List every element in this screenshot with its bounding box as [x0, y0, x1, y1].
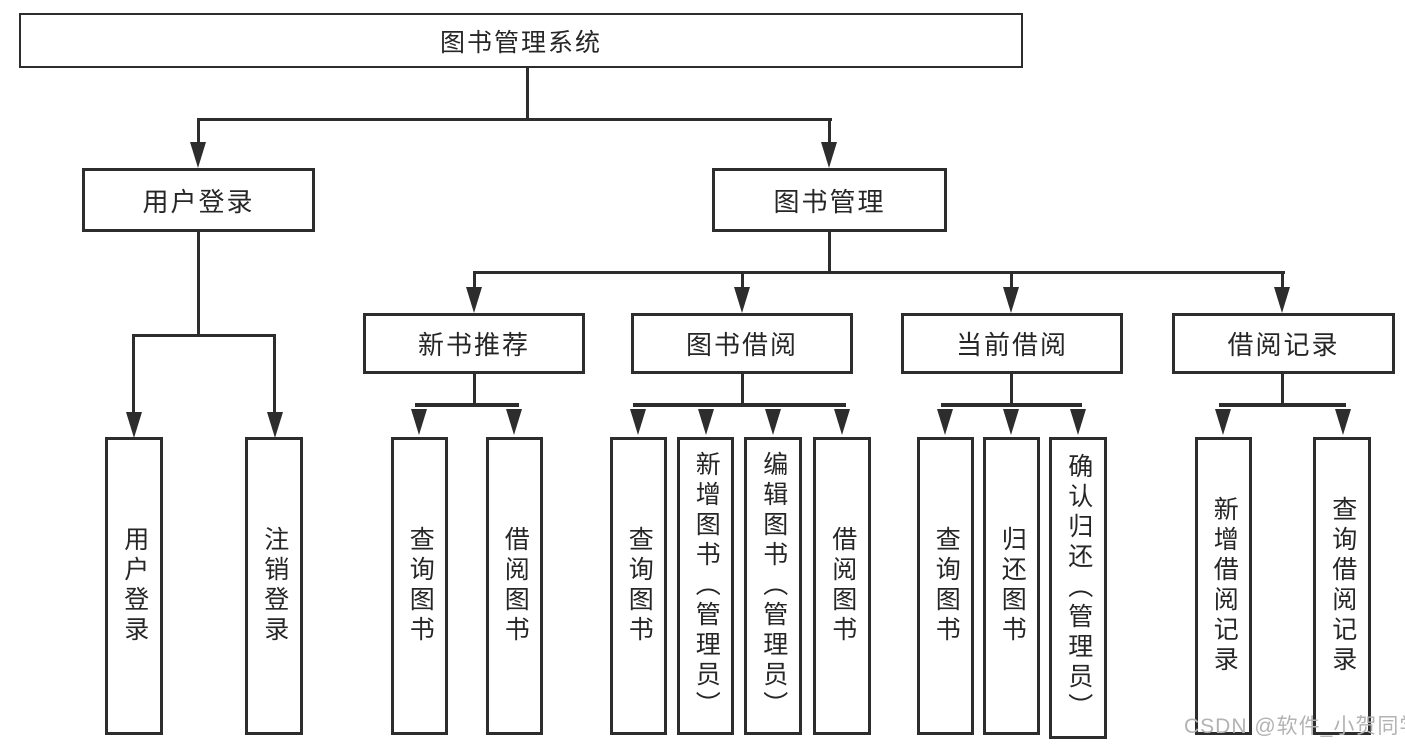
leaf-query-books-current: 查询图书	[917, 437, 974, 735]
node-user-login: 用户登录	[82, 168, 315, 232]
arrowhead-icon	[734, 287, 750, 313]
leaf-label: 查询图书	[406, 526, 435, 646]
connector-line	[1281, 273, 1284, 291]
connector-line	[828, 120, 831, 148]
leaf-label: 借阅图书	[501, 526, 530, 646]
csdn-watermark: CSDN @软件_小贺同学	[1184, 715, 1405, 738]
connector-line	[1010, 273, 1013, 291]
arrowhead-icon	[1335, 409, 1351, 435]
leaf-query-books-recommend: 查询图书	[391, 437, 448, 735]
arrowhead-icon	[1070, 409, 1086, 435]
node-new-book-recommend: 新书推荐	[363, 313, 585, 374]
node-label: 用户登录	[142, 186, 255, 217]
arrowhead-icon	[821, 142, 837, 168]
leaf-confirm-return-admin: 确认归还（管理员）	[1049, 437, 1107, 739]
connector-line	[197, 118, 832, 121]
arrowhead-icon	[506, 409, 522, 435]
arrowhead-icon	[190, 142, 206, 168]
connector-line	[473, 273, 476, 291]
leaf-label: 借阅图书	[828, 526, 857, 646]
connector-line	[828, 232, 831, 273]
arrowhead-icon	[411, 409, 427, 435]
node-label: 图书管理	[773, 186, 886, 217]
leaf-borrow-books-recommend: 借阅图书	[486, 437, 543, 735]
connector-line	[415, 403, 519, 407]
leaf-label: 注销登录	[260, 526, 289, 646]
arrowhead-icon	[126, 412, 142, 438]
connector-line	[633, 403, 846, 407]
node-label: 借阅记录	[1227, 330, 1340, 360]
leaf-user-login: 用户登录	[105, 437, 163, 735]
arrowhead-icon	[698, 409, 714, 435]
leaf-add-borrow-record: 新增借阅记录	[1195, 437, 1252, 735]
connector-line	[197, 120, 200, 148]
connector-line	[132, 334, 276, 337]
node-label: 图书借阅	[685, 330, 798, 360]
leaf-label: 查询图书	[932, 526, 961, 646]
arrowhead-icon	[834, 409, 850, 435]
arrowhead-icon	[1215, 409, 1231, 435]
node-book-borrowing: 图书借阅	[631, 313, 853, 374]
connector-line	[941, 403, 1082, 407]
leaf-return-book: 归还图书	[983, 437, 1040, 735]
node-current-borrowing: 当前借阅	[901, 313, 1123, 374]
connector-line	[741, 374, 744, 405]
node-label: 新书推荐	[417, 330, 530, 360]
node-label: 当前借阅	[955, 330, 1068, 360]
connector-line	[741, 273, 744, 291]
leaf-label: 编辑图书（管理员）	[759, 451, 788, 721]
node-book-management: 图书管理	[712, 168, 947, 232]
arrowhead-icon	[630, 409, 646, 435]
leaf-query-borrow-record: 查询借阅记录	[1313, 437, 1371, 735]
leaf-label: 新增借阅记录	[1210, 496, 1239, 676]
arrowhead-icon	[937, 409, 953, 435]
leaf-label: 用户登录	[120, 526, 149, 646]
leaf-logout: 注销登录	[245, 437, 303, 735]
connector-line	[132, 336, 135, 414]
arrowhead-icon	[466, 287, 482, 313]
node-label: 图书管理系统	[439, 28, 602, 57]
leaf-label: 归还图书	[998, 526, 1027, 646]
connector-line	[526, 68, 529, 120]
node-library-system: 图书管理系统	[19, 13, 1023, 68]
arrowhead-icon	[765, 409, 781, 435]
connector-line	[197, 232, 200, 336]
node-borrow-records: 借阅记录	[1172, 313, 1395, 374]
leaf-edit-book-admin: 编辑图书（管理员）	[744, 437, 802, 735]
leaf-label: 查询图书	[625, 526, 654, 646]
arrowhead-icon	[1003, 409, 1019, 435]
connector-line	[1219, 403, 1346, 407]
leaf-add-book-admin: 新增图书（管理员）	[677, 437, 734, 735]
arrowhead-icon	[1003, 287, 1019, 313]
connector-line	[273, 336, 276, 414]
arrowhead-icon	[267, 412, 283, 438]
connector-line	[1281, 374, 1284, 405]
connector-line	[1010, 374, 1013, 405]
leaf-label: 新增图书（管理员）	[692, 451, 721, 721]
leaf-label: 查询借阅记录	[1328, 496, 1357, 676]
connector-line	[473, 374, 476, 405]
connector-line	[473, 271, 1285, 274]
leaf-borrow-books-borrowing: 借阅图书	[813, 437, 871, 735]
leaf-label: 确认归还（管理员）	[1064, 453, 1093, 723]
leaf-query-books-borrowing: 查询图书	[610, 437, 667, 735]
arrowhead-icon	[1274, 287, 1290, 313]
